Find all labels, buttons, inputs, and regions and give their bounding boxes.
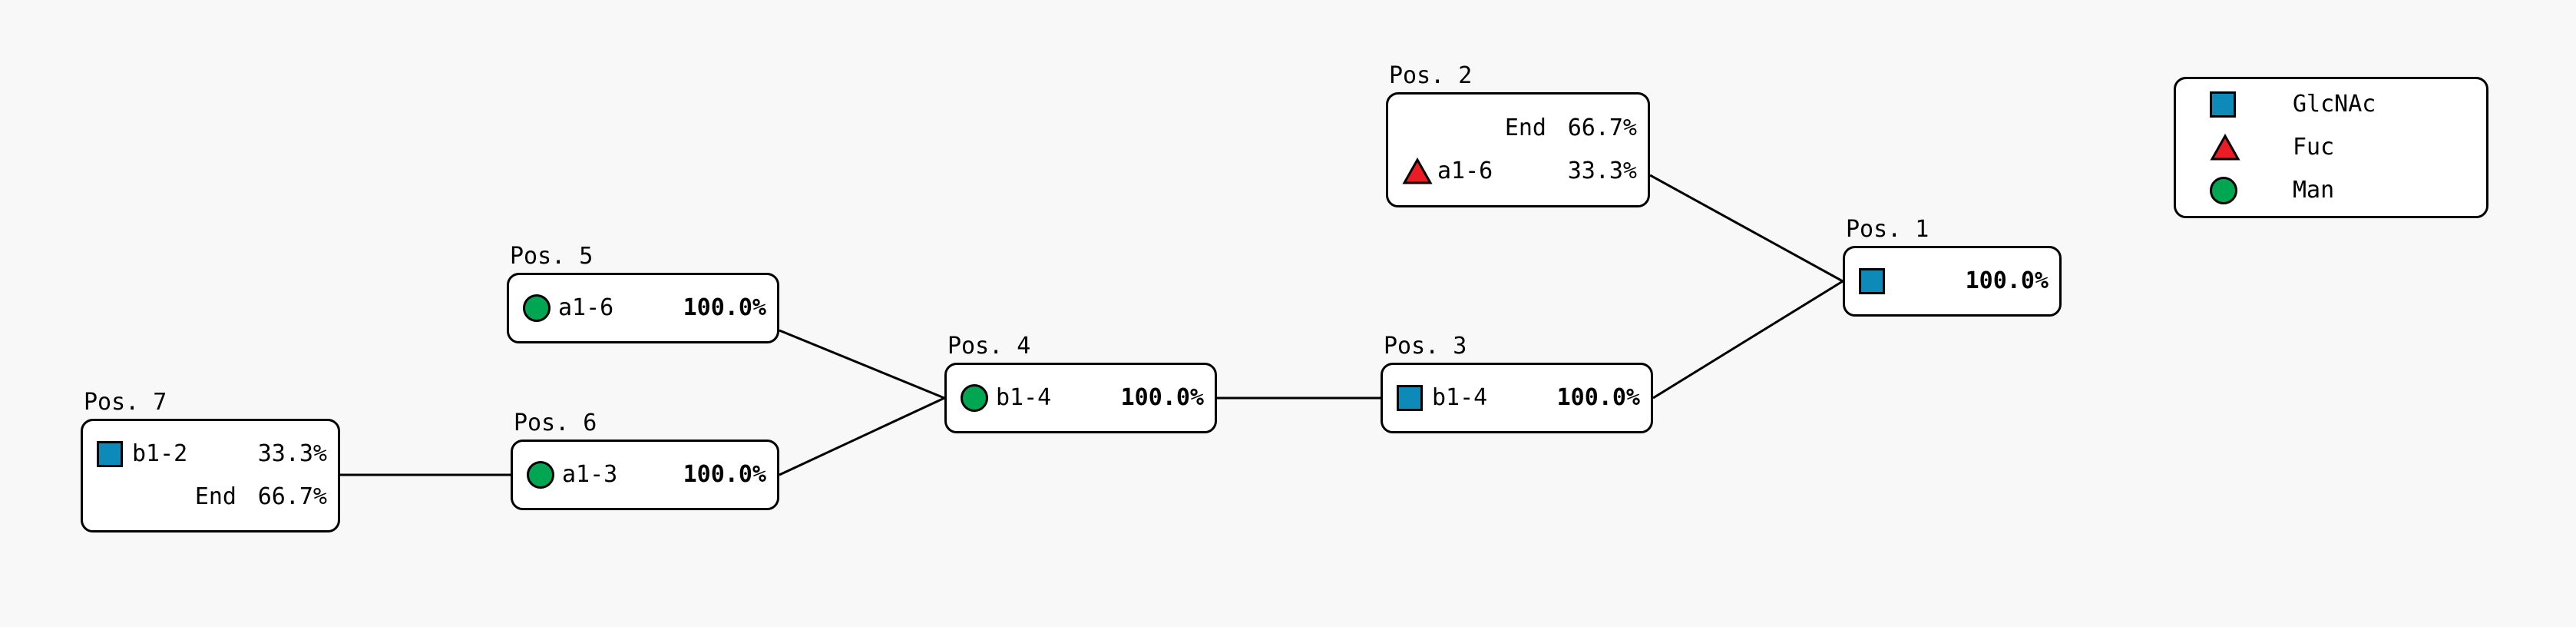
node-box-pos5[interactable]: a1-6 100.0% xyxy=(507,273,779,343)
row-percentage: 33.3% xyxy=(1567,158,1637,184)
node-label-pos2: Pos. 2 xyxy=(1389,62,1473,89)
row-percentage: 100.0% xyxy=(683,461,766,488)
edge-pos2-to-pos1 xyxy=(1649,174,1844,283)
node-pos1[interactable]: Pos. 1 100.0% xyxy=(1843,217,2062,317)
node-row: End 66.7% xyxy=(1388,107,1648,150)
man-circle-icon xyxy=(961,384,988,412)
node-pos6[interactable]: Pos. 6 a1-3 100.0% xyxy=(511,410,779,510)
row-icon-slot xyxy=(961,383,996,413)
legend-label: GlcNAc xyxy=(2293,91,2376,118)
row-icon-slot xyxy=(97,482,132,513)
glcnac-square-icon xyxy=(1397,385,1423,411)
row-linkage-label: End xyxy=(194,483,236,510)
node-label-pos1: Pos. 1 xyxy=(1846,216,1930,243)
row-linkage-label: End xyxy=(1504,114,1546,141)
row-linkage-label: b1-4 xyxy=(1432,384,1488,411)
row-icon-slot xyxy=(1859,266,1894,297)
row-percentage: 100.0% xyxy=(1556,384,1640,411)
row-linkage-label: b1-2 xyxy=(132,440,188,467)
node-row: a1-3 100.0% xyxy=(513,453,777,496)
node-row: a1-6 100.0% xyxy=(509,287,777,330)
glcnac-square-icon xyxy=(1859,268,1885,294)
node-label-pos5: Pos. 5 xyxy=(510,243,594,270)
legend-item-fuc: Fuc xyxy=(2176,126,2486,169)
row-icon-slot xyxy=(1402,113,1437,144)
node-box-pos6[interactable]: a1-3 100.0% xyxy=(511,440,779,510)
row-percentage: 33.3% xyxy=(257,440,327,467)
legend-icon-slot xyxy=(2210,175,2244,206)
edge-pos5-to-pos4 xyxy=(779,329,945,400)
row-icon-slot xyxy=(523,293,558,323)
node-pos4[interactable]: Pos. 4 b1-4 100.0% xyxy=(944,333,1217,433)
fuc-triangle-icon xyxy=(2210,134,2240,161)
node-pos3[interactable]: Pos. 3 b1-4 100.0% xyxy=(1381,333,1653,433)
row-icon-slot xyxy=(527,459,562,490)
legend-item-man: Man xyxy=(2176,169,2486,212)
node-pos2[interactable]: Pos. 2 End 66.7% a1-6 33.3% xyxy=(1386,63,1650,207)
row-linkage-label: a1-6 xyxy=(1437,158,1493,184)
glcnac-square-icon xyxy=(2210,91,2236,118)
node-label-pos7: Pos. 7 xyxy=(84,389,167,416)
man-circle-icon xyxy=(527,461,554,489)
legend-icon-slot xyxy=(2210,132,2244,163)
node-row: b1-4 100.0% xyxy=(947,377,1215,420)
row-icon-slot xyxy=(1402,156,1437,187)
row-icon-slot xyxy=(97,439,132,469)
node-label-pos3: Pos. 3 xyxy=(1384,333,1467,360)
node-row: a1-6 33.3% xyxy=(1388,150,1648,193)
legend-item-glcnac: GlcNAc xyxy=(2176,83,2486,126)
man-circle-icon xyxy=(523,294,551,322)
row-linkage-label: a1-3 xyxy=(562,461,618,488)
node-box-pos3[interactable]: b1-4 100.0% xyxy=(1381,363,1653,433)
glcnac-square-icon xyxy=(97,441,123,467)
node-row: 100.0% xyxy=(1845,260,2059,303)
fuc-triangle-icon xyxy=(1402,158,1433,184)
edge-pos3-to-pos1 xyxy=(1652,280,1844,400)
row-percentage: 100.0% xyxy=(1965,267,2049,294)
legend-icon-slot xyxy=(2210,89,2244,120)
node-pos7[interactable]: Pos. 7 b1-2 33.3% End 66.7% xyxy=(81,390,340,532)
node-box-pos2[interactable]: End 66.7% a1-6 33.3% xyxy=(1386,92,1650,207)
node-label-pos6: Pos. 6 xyxy=(514,410,597,436)
node-pos5[interactable]: Pos. 5 a1-6 100.0% xyxy=(507,244,779,343)
row-icon-slot xyxy=(1397,383,1432,413)
man-circle-icon xyxy=(2210,177,2237,204)
legend-label: Fuc xyxy=(2293,134,2335,161)
row-linkage-label: a1-6 xyxy=(558,294,614,321)
node-box-pos4[interactable]: b1-4 100.0% xyxy=(944,363,1217,433)
node-row: End 66.7% xyxy=(83,476,338,519)
node-row: b1-2 33.3% xyxy=(83,433,338,476)
row-percentage: 66.7% xyxy=(1567,114,1637,141)
node-label-pos4: Pos. 4 xyxy=(947,333,1031,360)
row-linkage-label: b1-4 xyxy=(996,384,1052,411)
node-box-pos1[interactable]: 100.0% xyxy=(1843,246,2062,317)
node-box-pos7[interactable]: b1-2 33.3% End 66.7% xyxy=(81,419,340,532)
row-percentage: 100.0% xyxy=(683,294,766,321)
edge-pos6-to-pos4 xyxy=(779,396,945,476)
row-percentage: 100.0% xyxy=(1120,384,1204,411)
legend-label: Man xyxy=(2293,177,2335,204)
row-percentage: 66.7% xyxy=(257,483,327,510)
node-row: b1-4 100.0% xyxy=(1383,377,1651,420)
